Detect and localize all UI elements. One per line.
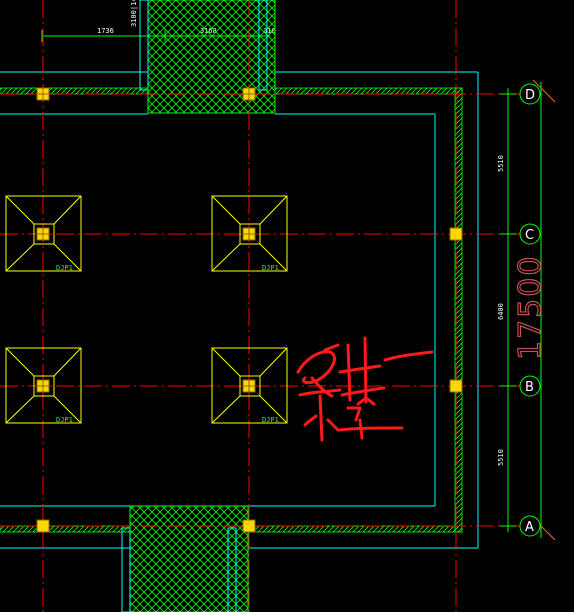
axis-label-c: C <box>525 228 534 243</box>
handwritten-markup <box>296 336 434 442</box>
footing-label-3: DJP1 <box>56 416 73 424</box>
right-dim-1: 5510 <box>497 155 505 172</box>
footing-label-2: DJP1 <box>262 264 279 272</box>
footing-djp1-3[interactable] <box>5 347 82 424</box>
axis-label-b: B <box>525 380 534 395</box>
right-dimension <box>500 79 556 541</box>
bottom-pier-hatch <box>121 505 249 612</box>
right-dim-3: 5510 <box>497 449 505 466</box>
footing-djp1-4[interactable] <box>211 347 288 424</box>
footing-label-4: DJP1 <box>262 416 279 424</box>
axis-bubble-d[interactable]: D <box>519 83 541 105</box>
axis-label-d: D <box>525 88 535 103</box>
column-marker-crosses <box>37 88 255 392</box>
axis-label-a: A <box>525 520 534 535</box>
footing-label-1: DJP1 <box>56 264 73 272</box>
footing-djp1-1[interactable] <box>5 195 82 272</box>
top-dim-1: 1736 <box>97 27 114 35</box>
top-dim-vertical: 3100|1400 <box>130 0 138 27</box>
axis-bubble-a[interactable]: A <box>519 515 541 537</box>
footing-djp1-2[interactable] <box>211 195 288 272</box>
wall-hatch-band <box>0 87 463 533</box>
axis-bubble-c[interactable]: C <box>519 223 541 245</box>
walls <box>0 71 479 549</box>
right-dim-2: 6400 <box>497 303 505 320</box>
axis-bubble-b[interactable]: B <box>519 375 541 397</box>
total-dim: 17500 <box>513 255 548 360</box>
